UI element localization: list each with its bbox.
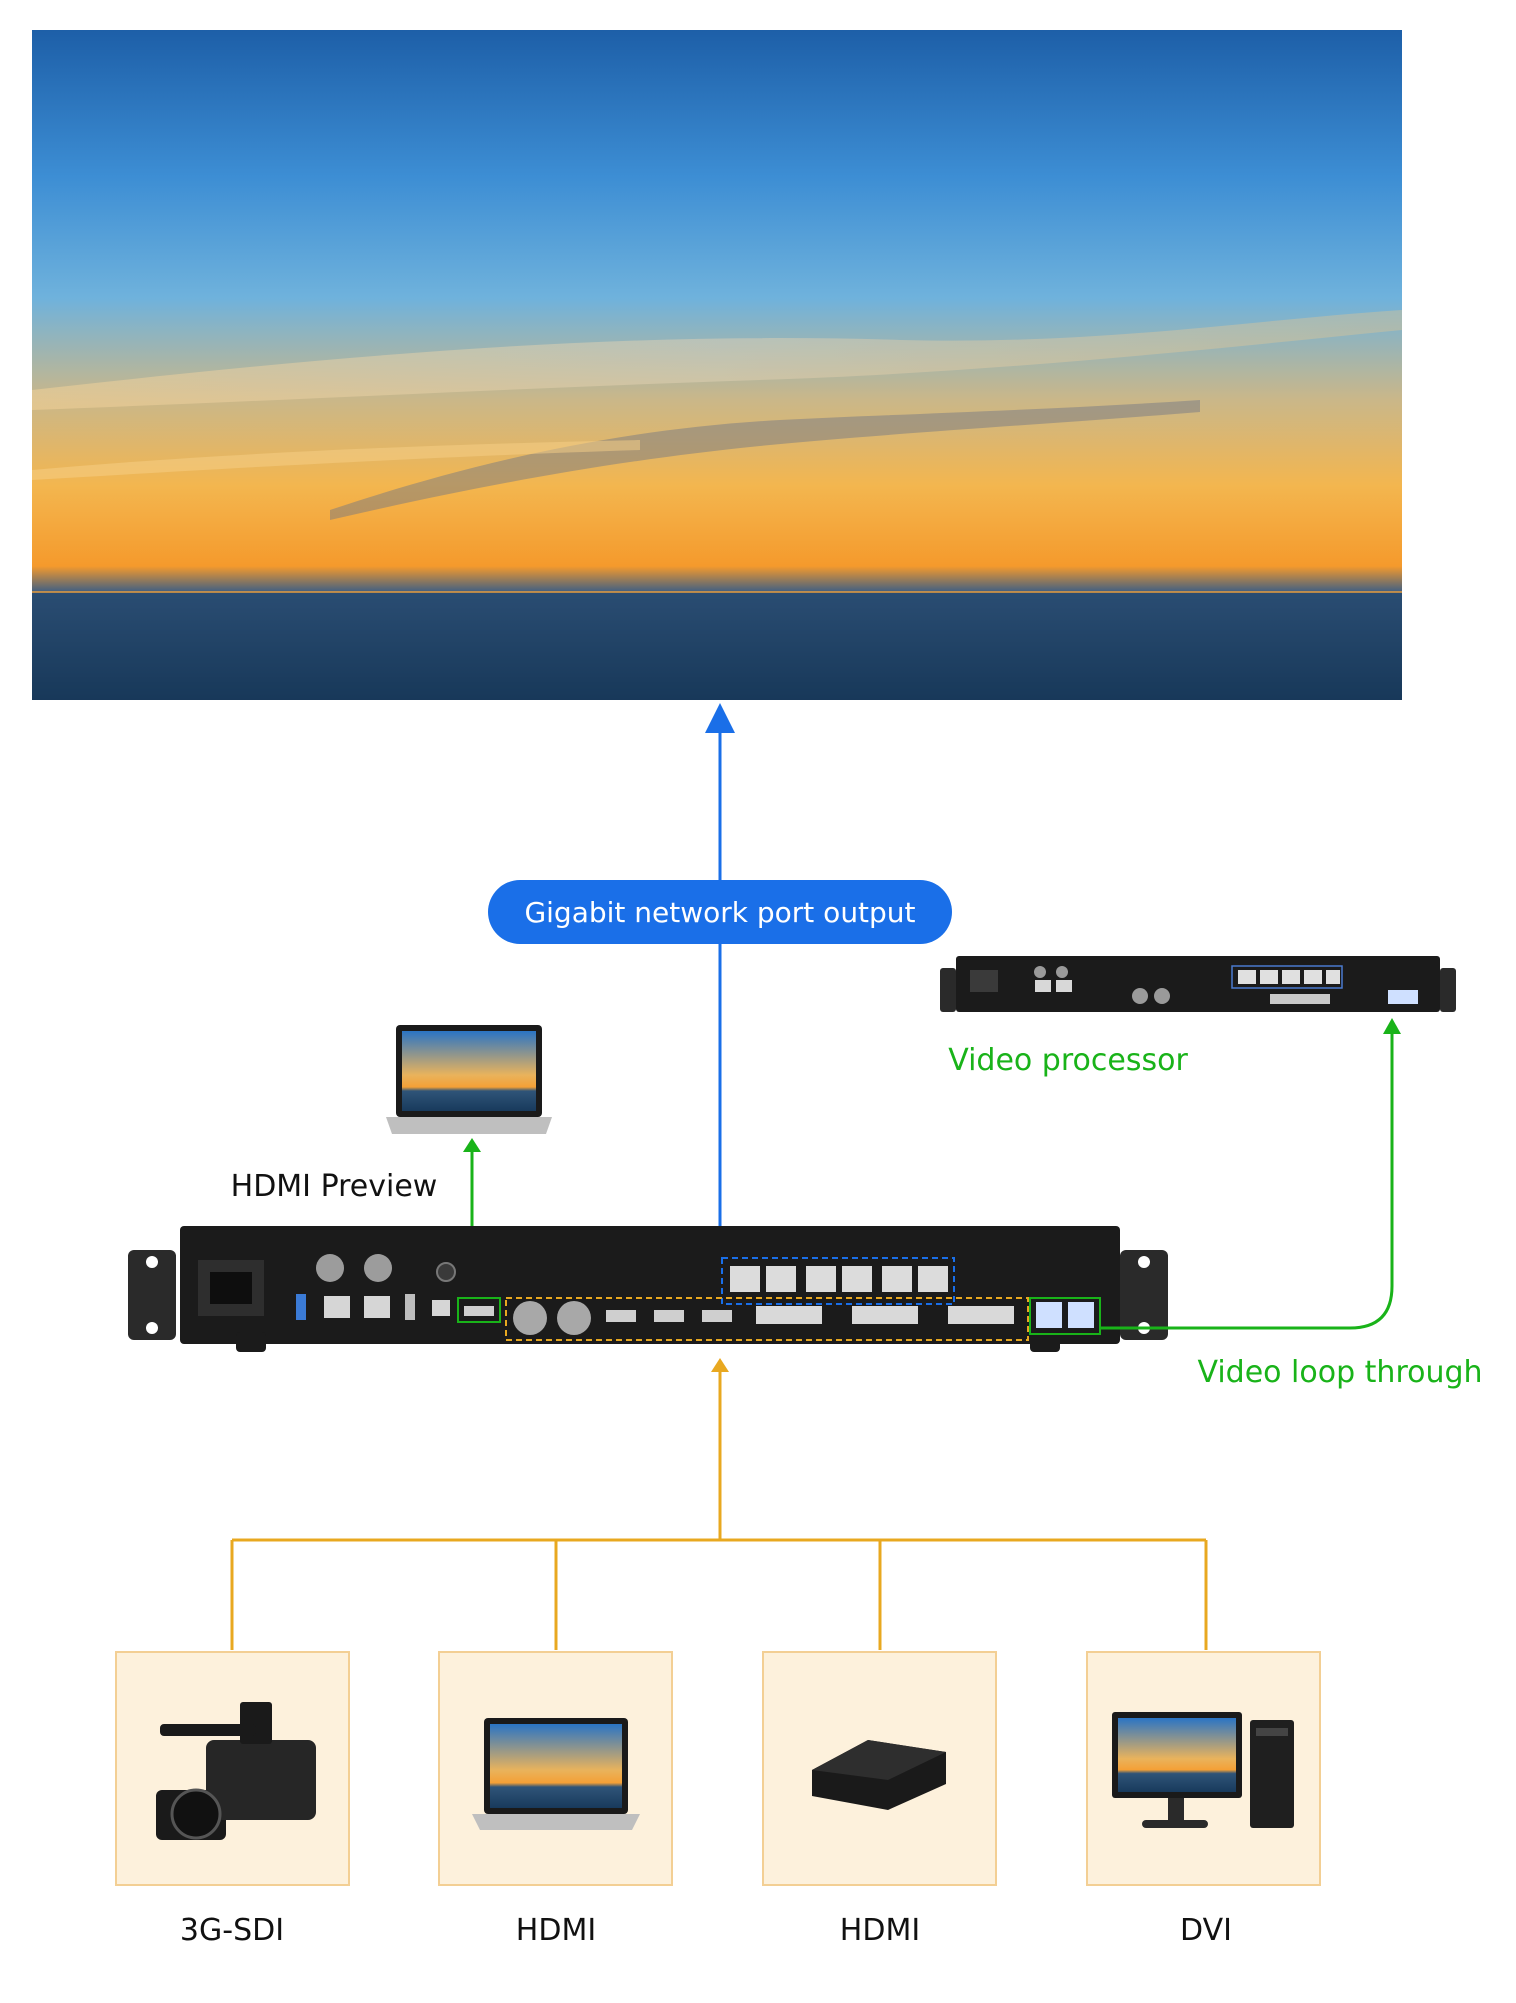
source-3g-sdi: 3G-SDI — [115, 1651, 350, 1948]
video-processor-device — [940, 956, 1456, 1012]
camcorder-icon — [156, 1702, 316, 1840]
gigabit-output-label: Gigabit network port output — [524, 896, 915, 929]
source-label: HDMI — [840, 1913, 920, 1948]
laptop-icon — [472, 1718, 640, 1830]
video-loop-through-label: Video loop through — [1197, 1355, 1482, 1390]
gigabit-output-badge: Gigabit network port output — [488, 880, 952, 944]
source-label: DVI — [1180, 1913, 1232, 1948]
source-dvi: DVI — [1086, 1651, 1321, 1948]
source-label: 3G-SDI — [180, 1913, 284, 1948]
preview-laptop-icon — [386, 1025, 552, 1134]
source-label: HDMI — [516, 1913, 596, 1948]
main-controller-device — [128, 1226, 1168, 1352]
video-processor-label: Video processor — [948, 1043, 1188, 1078]
desktop-pc-icon — [1112, 1712, 1294, 1828]
source-hdmi-mediabox: HDMI — [762, 1651, 997, 1948]
input-connector-tree — [230, 1372, 1208, 1650]
led-screen-image — [32, 30, 1402, 700]
hdmi-preview-label: HDMI Preview — [231, 1169, 438, 1204]
video-loop-through-line — [1100, 1032, 1394, 1330]
source-hdmi-laptop: HDMI — [438, 1651, 673, 1948]
media-box-icon — [812, 1740, 946, 1810]
